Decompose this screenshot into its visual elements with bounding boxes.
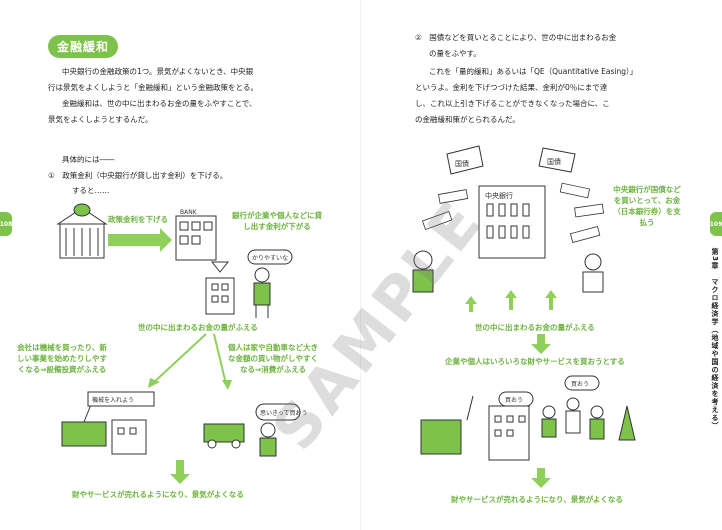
central-bank-sign: 中央銀行	[485, 191, 513, 200]
arrow-head-icon	[148, 378, 160, 388]
bank-building-icon	[175, 215, 217, 261]
arrow-line	[151, 333, 207, 385]
qe-line: の金融緩和策がとられるんだ。	[415, 115, 520, 124]
banknote-icon	[421, 182, 605, 243]
money-increase-right: 世の中に出まわるお金の量がふえる	[475, 323, 595, 332]
intro-line: 景気をよくしようとするんだ。	[48, 115, 153, 124]
arrow-right-icon	[108, 228, 172, 252]
person-buyer-icon	[259, 422, 277, 457]
result-right: 財やサービスが売れるようになり、景気がよくなる	[451, 495, 623, 504]
speech-bubble	[564, 375, 600, 391]
chapter-side-label: 第3章 マクロ経済学（地域や国の経済を考える）	[711, 248, 719, 430]
label-buy-bonds: 中央銀行が国債などを買いとって、お金（日本銀行券）を支払う	[613, 185, 681, 227]
arrow-up-icon	[465, 290, 557, 312]
speech-text: 機械を入れよう	[92, 396, 134, 404]
speech-text: 買おう	[571, 381, 589, 388]
factory-icon	[420, 395, 474, 455]
shop-building-icon	[488, 405, 530, 461]
label-person: 個人は家や自動車など大きな金額の買い物がしやすくなる⇒消費がふえる	[228, 343, 318, 374]
step-one-then: すると……	[72, 186, 110, 195]
bond-document-icon	[446, 145, 576, 175]
label-rate-down: 政策金利を下げる	[108, 215, 168, 224]
right-diagram: 国債 国債 中央銀行	[412, 145, 636, 488]
page-gutter	[360, 0, 361, 530]
left-diagram: BANK かりやすいな 機械を入れよう	[56, 203, 307, 484]
speech-bubble	[247, 249, 293, 265]
step-one: ① 政策金利（中央銀行が貸し出す金利）を下げる。	[48, 171, 228, 180]
result-left: 財やサービスが売れるようになり、景気がよくなる	[72, 490, 244, 499]
arrow-head-icon	[222, 380, 232, 390]
arrow-down-icon	[170, 460, 190, 484]
intro-line: 中央銀行の金融政策の1つ。景気がよくないとき、中央銀	[62, 67, 254, 76]
person-borrower-icon	[253, 267, 271, 318]
concrete-heading: 具体的には――	[62, 155, 115, 164]
step-two-cont: の量をふやす。	[429, 49, 481, 58]
intro-paragraph: 中央銀行の金融政策の1つ。景気がよくないとき、中央銀 行は景気をよくしようと「金…	[48, 64, 348, 128]
arrow-down-icon	[531, 468, 551, 488]
section-heading: 金融緩和	[48, 35, 119, 58]
speech-text: 思いきって買おう	[260, 410, 307, 417]
money-increase-left: 世の中に出まわるお金の量がふえる	[138, 323, 258, 332]
speech-bubble	[255, 403, 301, 421]
label-bank-rate: 銀行が企業や個人などに貸し出す金利が下がる	[232, 211, 322, 231]
step-two: ② 国債などを買いとることにより、世の中に出まわるお金	[415, 33, 617, 42]
bond-label: 国債	[547, 157, 561, 166]
page-number-right: 109	[710, 212, 722, 236]
label-company: 会社は機械を買ったり、新しい事業を始めたりしやすくなる⇒設備投資がふえる	[17, 343, 107, 374]
person-receiver-icon	[412, 250, 604, 293]
speech-bubble	[498, 391, 534, 407]
intro-line: 行は景気をよくしようと「金融緩和」という金融政策をとる。	[48, 83, 258, 92]
right-page: 109 ② 国債などを買いとることにより、世の中に出まわるお金 の量をふやす。 …	[361, 0, 722, 530]
speech-text: かりやすいな	[252, 254, 288, 262]
qe-paragraph: これを「量的緩和」あるいは「QE（Quantitative Easing）」 と…	[415, 64, 715, 128]
qe-line: これを「量的緩和」あるいは「QE（Quantitative Easing）」	[429, 67, 638, 76]
bond-label: 国債	[455, 159, 469, 168]
arrow-line	[213, 333, 227, 385]
factory-icon	[61, 391, 147, 455]
arrow-down-icon	[531, 334, 551, 354]
speech-text: 買おう	[505, 397, 523, 404]
office-building-icon	[205, 277, 235, 315]
qe-line: し、これ以上引き下げることができなくなった場合に、こ	[415, 99, 610, 108]
shoppers-icon	[541, 397, 636, 441]
central-bank-icon	[56, 203, 108, 259]
qe-line: というよ。金利を下げつづけた結果、金利が0％にまで達	[415, 83, 608, 92]
spend-label: 企業や個人はいろいろな財やサービスを買おうとする	[445, 357, 625, 366]
intro-line: 金融緩和は、世の中に出まわるお金の量をふやすことで、	[62, 99, 257, 108]
left-page: 108 金融緩和 中央銀行の金融政策の1つ。景気がよくないとき、中央銀 行は景気…	[0, 35, 348, 499]
central-bank-building-icon	[478, 185, 546, 259]
speech-bubble	[87, 391, 155, 407]
car-icon	[203, 423, 245, 449]
bank-sign: BANK	[180, 209, 198, 216]
page-number-left: 108	[0, 212, 12, 236]
